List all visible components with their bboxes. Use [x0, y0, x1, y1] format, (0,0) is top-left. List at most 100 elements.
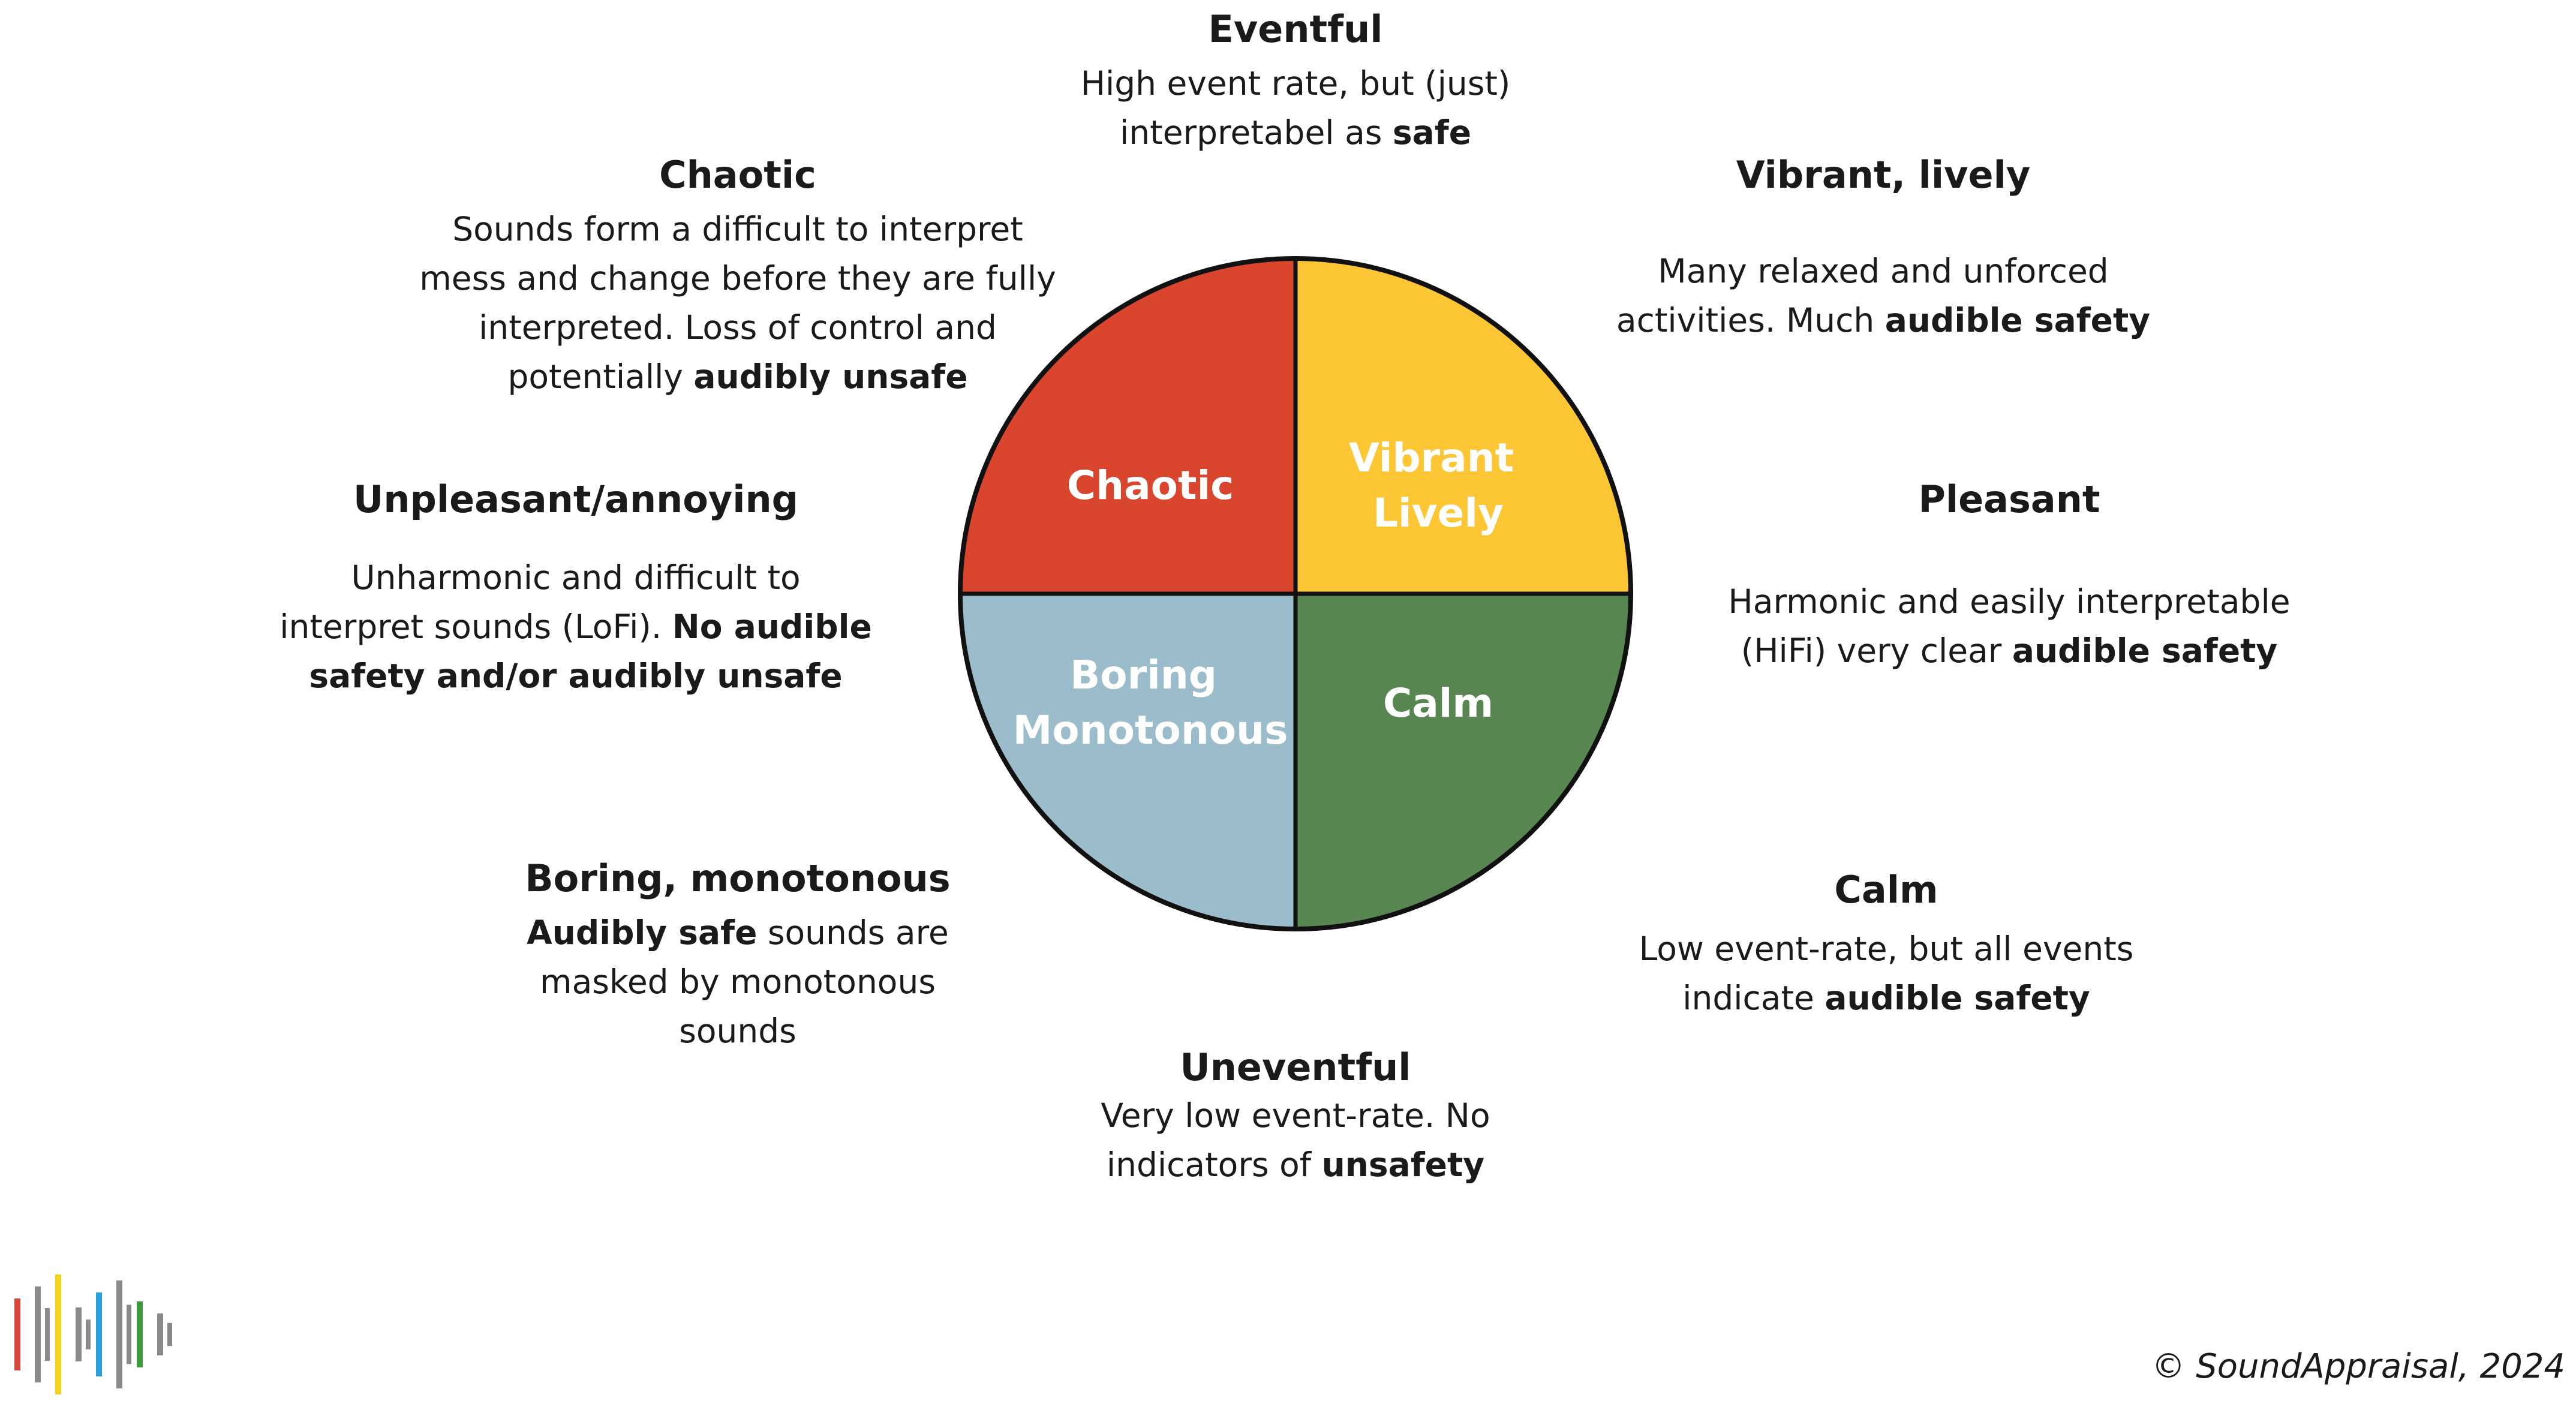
text-uneventful: Very low event-rate. No indicators of uns… [1020, 1091, 1571, 1189]
text-segment: activities. Much [1616, 301, 1885, 340]
text-segment: Unharmonic and difficult to [351, 558, 801, 597]
text-segment: Low event-rate, but all events [1639, 930, 2134, 969]
heading-uneventful: Uneventful [1180, 1045, 1411, 1089]
text-eventful: High event rate, but (just) interpretabel… [1020, 59, 1571, 157]
emphasis-text: unsafety [1321, 1146, 1485, 1184]
logo-bar [86, 1319, 91, 1349]
description-line: interpreted. Loss of control and [378, 303, 1098, 352]
description-chaotic: Chaotic Sounds form a difficult to inter… [378, 153, 1098, 401]
description-line: Low event-rate, but all events [1601, 924, 2171, 973]
text-unpleasant: Unharmonic and difficult to interpret sou… [246, 553, 906, 701]
wheel-outline [958, 256, 1633, 931]
heading-chaotic: Chaotic [659, 153, 816, 197]
quadrant-label-line: Monotonous [1013, 707, 1288, 753]
description-line: sounds [480, 1006, 996, 1056]
soundappraisal-logo [14, 1274, 172, 1394]
text-segment: potentially [507, 357, 694, 396]
quadrant-label-line: Lively [1373, 490, 1504, 536]
text-segment: interpret sounds (LoFi). [279, 608, 672, 647]
description-line: potentially audibly unsafe [378, 352, 1098, 401]
quadrant-calm [1295, 594, 1631, 929]
text-boring: Audibly safe sounds are masked by monoton… [480, 908, 996, 1056]
logo-bar [127, 1304, 131, 1364]
description-pleasant: Pleasant Harmonic and easily interpretab… [1667, 477, 2351, 675]
text-segment: interpreted. Loss of control and [479, 308, 997, 347]
quadrant-chaotic [960, 258, 1295, 594]
emphasis-text: audible safety [1884, 301, 2151, 340]
copyright-text: © SoundAppraisal, 2024 [2151, 1347, 2565, 1386]
logo-bar [96, 1292, 102, 1376]
text-chaotic: Sounds form a difficult to interpret mess… [378, 205, 1098, 401]
text-segment: (HiFi) very clear [1741, 632, 2012, 671]
quadrant-label-line: Chaotic [1067, 462, 1234, 509]
quadrant-vibrant [1295, 258, 1631, 594]
quadrant-label-calm: Calm [1383, 680, 1493, 726]
text-segment: mess and change before they are fully [419, 259, 1056, 298]
emphasis-text: audible safety [1824, 979, 2090, 1018]
heading-eventful: Eventful [1208, 7, 1383, 51]
description-line: interpretabel as safe [1020, 108, 1571, 157]
text-pleasant: Harmonic and easily interpretable (HiFi) … [1667, 577, 2351, 675]
quadrant-label-vibrant: Vibrant Lively [1349, 435, 1528, 536]
description-line: masked by monotonous [480, 957, 996, 1006]
text-segment: High event rate, but (just) [1080, 64, 1511, 103]
description-line: High event rate, but (just) [1020, 59, 1571, 108]
description-line: indicators of unsafety [1020, 1140, 1571, 1189]
text-vibrant: Many relaxed and unforced activities. Muc… [1583, 246, 2183, 345]
description-line: Many relaxed and unforced [1583, 246, 2183, 296]
heading-unpleasant: Unpleasant/annoying [353, 477, 799, 521]
text-segment: Sounds form a difficult to interpret [452, 210, 1023, 249]
description-line: Unharmonic and difficult to [246, 553, 906, 602]
quadrant-label-boring: Boring Monotonous [1013, 652, 1288, 753]
description-line: Very low event-rate. No [1020, 1091, 1571, 1140]
heading-vibrant: Vibrant, lively [1736, 153, 2031, 197]
quadrant-label-chaotic: Chaotic [1067, 462, 1234, 509]
text-segment: Harmonic and easily interpretable [1728, 582, 2291, 621]
description-line: mess and change before they are fully [378, 254, 1098, 303]
description-eventful: Eventful High event rate, but (just) inte… [1020, 7, 1571, 157]
quadrant-label-line: Boring [1070, 652, 1217, 698]
description-line: interpret sounds (LoFi). No audible [246, 602, 906, 651]
description-line: Harmonic and easily interpretable [1667, 577, 2351, 626]
heading-pleasant: Pleasant [1918, 477, 2100, 521]
description-unpleasant: Unpleasant/annoying Unharmonic and diffi… [246, 477, 906, 701]
logo-bar [35, 1286, 41, 1382]
quadrant-boring [960, 594, 1295, 929]
text-segment: indicators of [1106, 1146, 1322, 1184]
description-line: activities. Much audible safety [1583, 296, 2183, 345]
emphasis-text: audible safety [2012, 632, 2278, 671]
text-segment: interpretabel as [1119, 113, 1393, 152]
quadrant-label-line: Vibrant [1349, 435, 1514, 481]
text-segment: sounds are [757, 913, 949, 952]
text-segment: Many relaxed and unforced [1658, 252, 2109, 291]
logo-bar [167, 1322, 172, 1346]
logo-bar [157, 1313, 163, 1355]
description-vibrant: Vibrant, lively Many relaxed and unforce… [1583, 153, 2183, 345]
text-segment: sounds [679, 1012, 796, 1051]
text-segment: indicate [1682, 979, 1825, 1018]
logo-bar [76, 1307, 82, 1361]
emphasis-text: No audible [672, 608, 872, 647]
logo-bar [55, 1274, 61, 1394]
text-segment: masked by monotonous [540, 963, 936, 1002]
description-uneventful: Uneventful Very low event-rate. No indica… [1020, 1045, 1571, 1189]
text-calm: Low event-rate, but all events indicate a… [1601, 924, 2171, 1023]
quadrant-label-line: Calm [1383, 680, 1493, 726]
description-line: safety and/or audibly unsafe [246, 651, 906, 701]
description-line: Audibly safe sounds are [480, 908, 996, 957]
emphasis-text: Audibly safe [527, 913, 758, 952]
logo-bar [45, 1308, 50, 1361]
emphasis-text: safety and/or audibly unsafe [309, 657, 843, 696]
logo-bar [137, 1301, 143, 1367]
description-line: (HiFi) very clear audible safety [1667, 626, 2351, 675]
emphasis-text: audibly unsafe [693, 357, 968, 396]
emphasis-text: safe [1392, 113, 1472, 152]
logo-bar [14, 1298, 20, 1370]
description-line: indicate audible safety [1601, 973, 2171, 1023]
description-boring: Boring, monotonous Audibly safe sounds a… [480, 856, 996, 1056]
description-line: Sounds form a difficult to interpret [378, 205, 1098, 254]
heading-boring: Boring, monotonous [525, 856, 951, 900]
text-segment: Very low event-rate. No [1101, 1096, 1490, 1135]
